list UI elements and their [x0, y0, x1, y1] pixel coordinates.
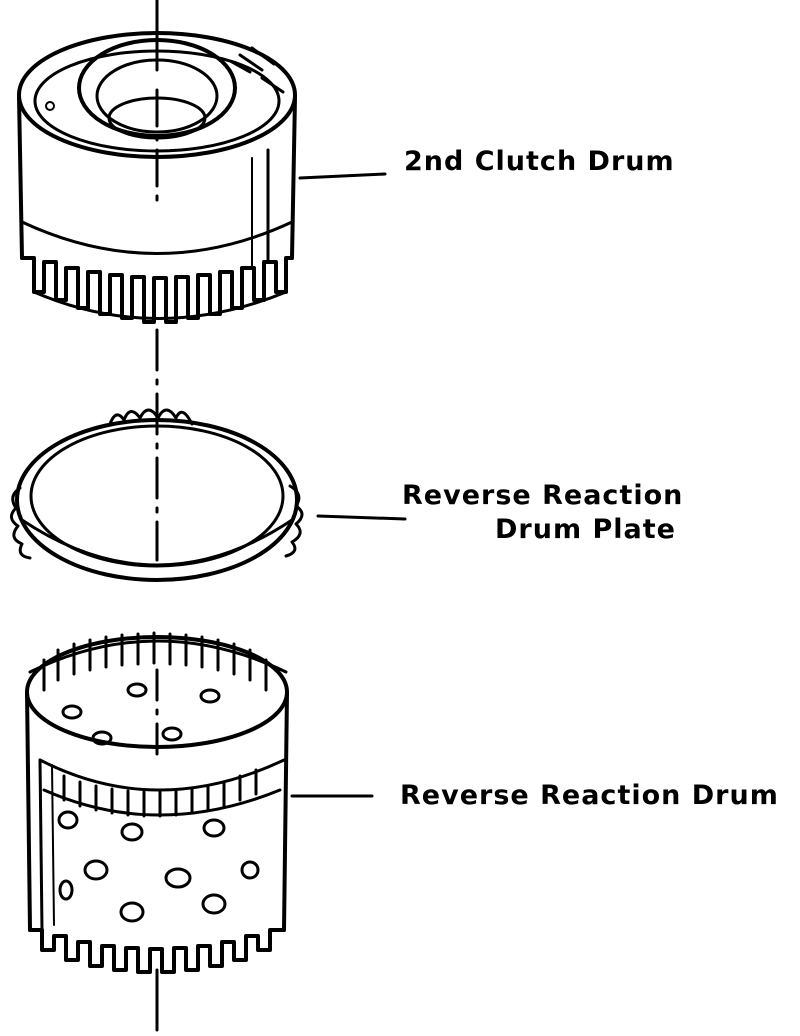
reverse-reaction-drum-plate-part: [10, 408, 407, 582]
reverse-reaction-drum-part: [25, 631, 374, 974]
reverse-reaction-drum-label: Reverse Reaction Drum: [400, 780, 779, 811]
reverse-reaction-drum-plate-label-line2: Drum Plate: [495, 514, 676, 545]
second-clutch-drum-part: [17, 31, 387, 324]
second-clutch-drum-label: 2nd Clutch Drum: [404, 146, 675, 177]
reverse-reaction-drum-plate-label-line1: Reverse Reaction: [402, 480, 684, 511]
